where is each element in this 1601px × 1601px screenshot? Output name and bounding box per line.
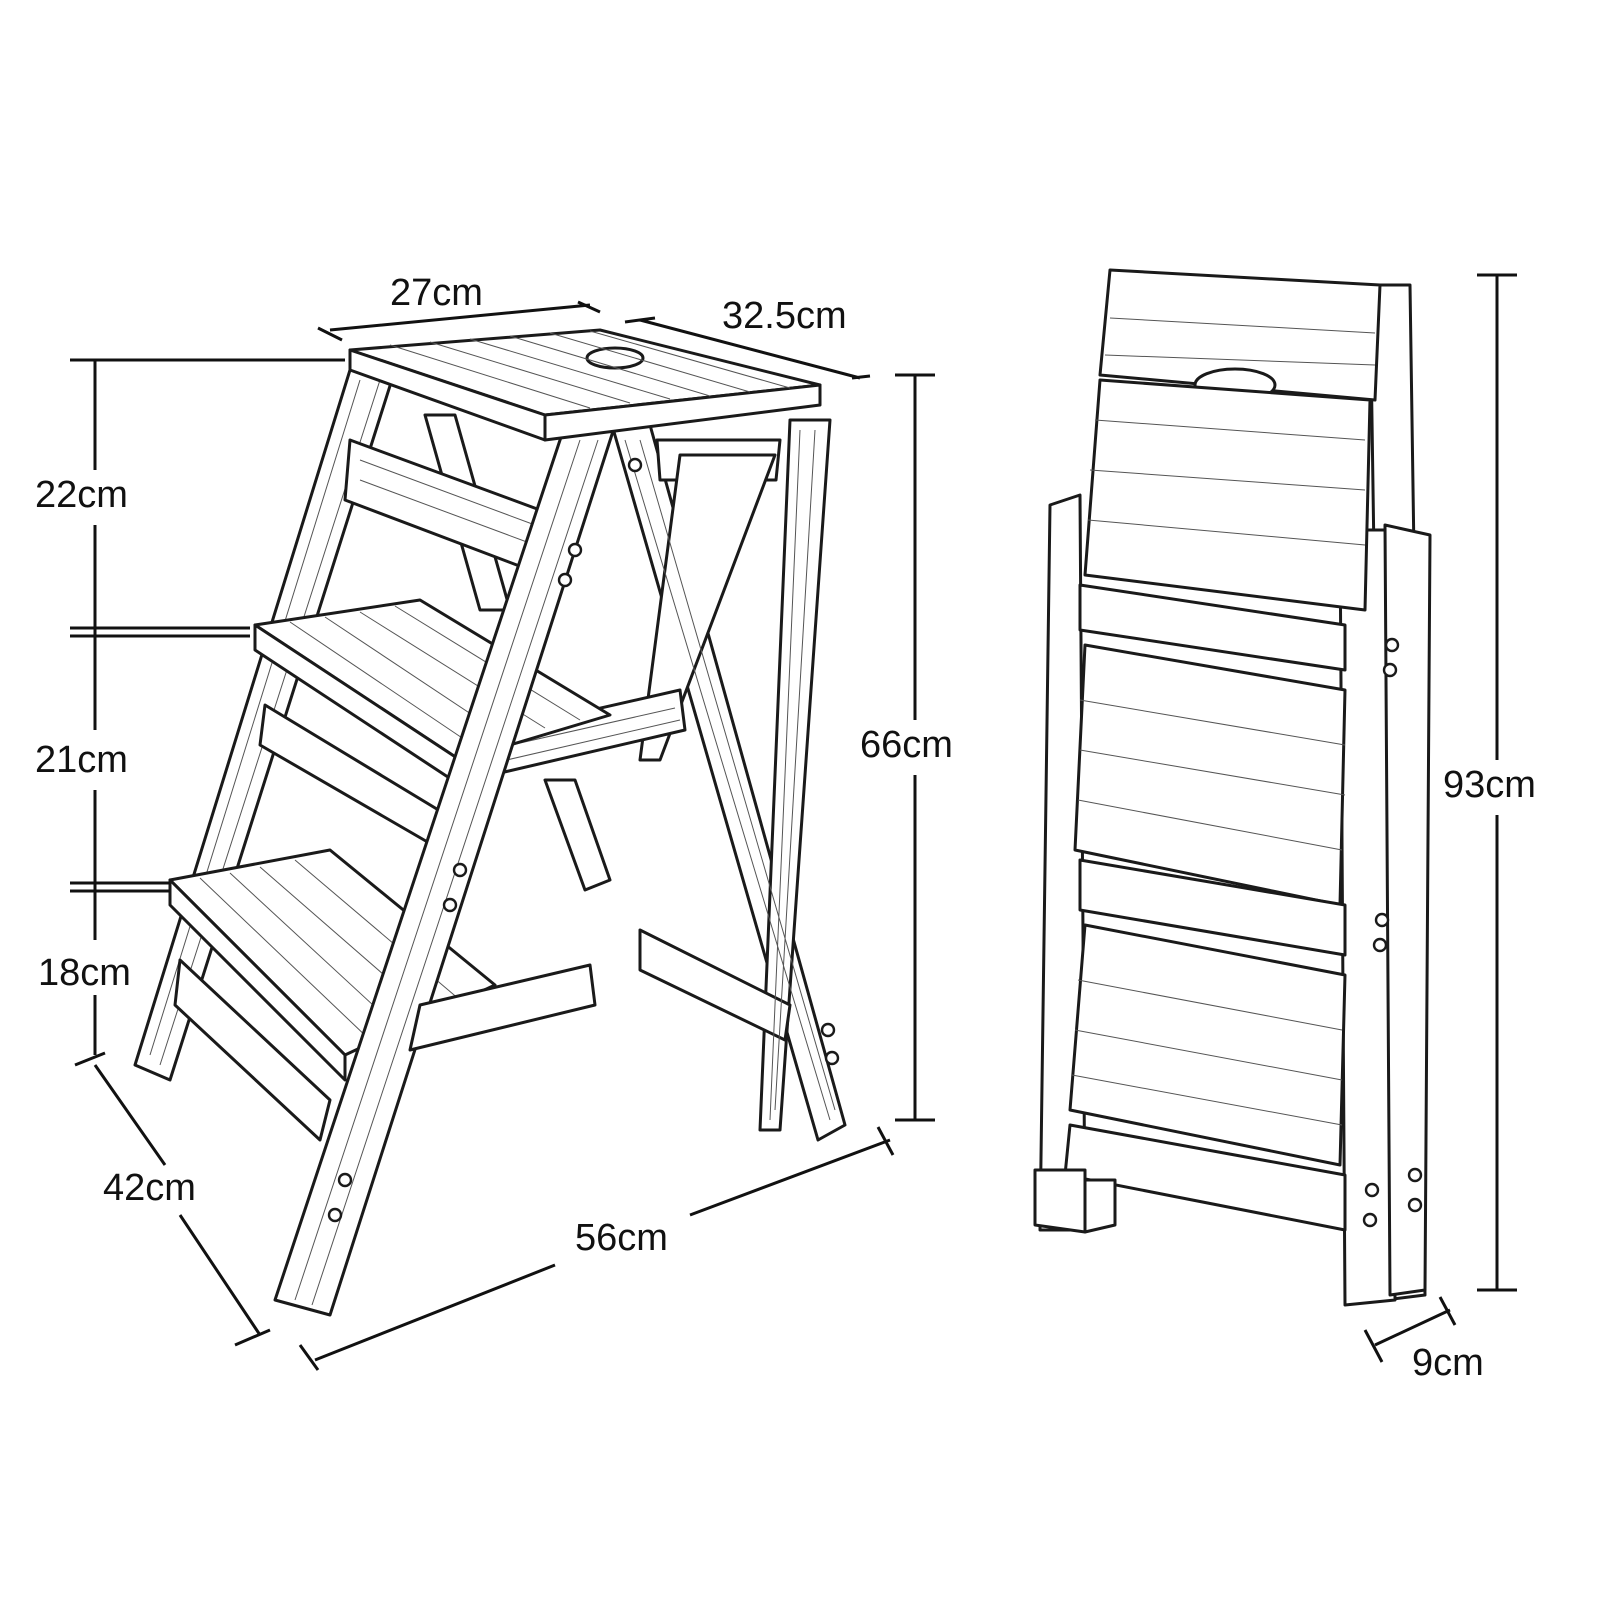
folded-step-stool bbox=[1033, 268, 1432, 1307]
unfolded-step-stool bbox=[133, 328, 847, 1317]
label-base-width: 56cm bbox=[575, 1217, 668, 1259]
label-top-width: 27cm bbox=[390, 272, 483, 314]
label-base-depth: 42cm bbox=[103, 1167, 196, 1209]
rear-frame bbox=[610, 418, 847, 1142]
top-seat bbox=[348, 328, 822, 442]
hinge-bolts bbox=[327, 457, 840, 1223]
label-total-height-open: 66cm bbox=[860, 724, 953, 766]
label-step-height-top: 22cm bbox=[35, 474, 128, 516]
dimension-lines bbox=[70, 273, 1517, 1371]
label-top-depth: 32.5cm bbox=[722, 295, 847, 337]
label-step-height-bottom: 18cm bbox=[38, 952, 131, 994]
label-folded-height: 93cm bbox=[1443, 764, 1536, 806]
middle-step bbox=[253, 598, 612, 857]
dimension-labels: 27cm 32.5cm 22cm 21cm 18cm 66cm 42cm 56c… bbox=[35, 272, 1536, 1384]
label-folded-thickness: 9cm bbox=[1412, 1342, 1484, 1384]
label-step-height-middle: 21cm bbox=[35, 739, 128, 781]
bottom-crossbar bbox=[408, 963, 597, 1052]
